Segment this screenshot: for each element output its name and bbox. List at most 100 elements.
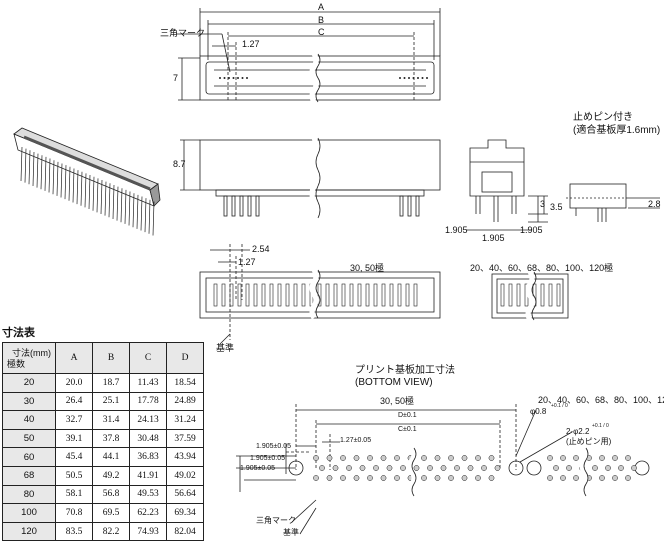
d-cell: 49.02 — [166, 465, 204, 486]
a-cell: 70.8 — [55, 503, 93, 523]
iso-pin — [88, 175, 91, 210]
d-cell: 18.54 — [166, 373, 204, 393]
iso-pin — [80, 171, 83, 206]
iso-pin — [68, 166, 71, 201]
c-cell: 62.23 — [129, 503, 167, 523]
pcb-hole — [421, 475, 427, 481]
bottom-view-other — [491, 270, 569, 322]
pcb-hole — [373, 465, 379, 471]
stop-pin-sub: (適合基板厚1.6mm) — [573, 125, 661, 136]
b-cell: 44.1 — [92, 447, 130, 467]
top-contact-dot — [403, 77, 406, 79]
bottom-pin — [333, 283, 338, 307]
pcb-hole — [547, 455, 553, 461]
pcb-hole — [475, 455, 481, 461]
pcb-hole — [367, 475, 373, 481]
pcb-hole — [340, 455, 346, 461]
front-pin — [231, 195, 236, 217]
pcb-hole — [353, 475, 360, 481]
poles-cell: 100 — [2, 503, 56, 523]
dim-28-label: 2.8 — [648, 199, 661, 209]
iso-pin — [112, 184, 115, 219]
bottom-pin — [253, 283, 258, 307]
pcb-hole — [380, 455, 387, 461]
dim-1905c-label: 1.905 — [520, 225, 543, 235]
top-contact-dot — [426, 77, 428, 79]
dim-7-label: 7 — [173, 73, 179, 83]
bottom-pin — [548, 283, 553, 307]
bottom-pin — [285, 283, 290, 307]
dim-127b-label: 1.27 — [238, 257, 256, 267]
b-cell: 82.2 — [92, 521, 130, 541]
pcb-hole — [440, 465, 447, 471]
b-cell: 49.2 — [92, 465, 130, 486]
iso-pin — [128, 191, 131, 226]
pcb-hole — [454, 465, 460, 471]
bottom-pin — [245, 283, 250, 307]
pcb-other-label: 20、40、60、68、80、100、120極 — [538, 395, 664, 405]
b-cell: 31.4 — [92, 410, 130, 430]
a-cell: 50.5 — [55, 465, 93, 486]
table-title: 寸法表 — [2, 327, 35, 339]
d-cell: 31.24 — [166, 410, 204, 430]
d-cell: 82.04 — [166, 521, 204, 541]
front-pin — [415, 195, 420, 217]
iso-pin — [136, 194, 139, 229]
bottom-pin — [293, 283, 298, 307]
bottom-view-3050 — [199, 244, 441, 345]
iso-pin — [64, 165, 67, 200]
bottom-pin — [500, 283, 505, 307]
b-cell: 69.5 — [92, 503, 130, 523]
poles-cell: 120 — [2, 521, 56, 541]
pcb-1905a-label: 1.905±0.05 — [256, 443, 291, 450]
c-cell: 17.78 — [129, 391, 167, 412]
pcb-hole — [421, 455, 427, 461]
pcb-hole — [488, 455, 495, 461]
hole22-tol: +0.1 / 0 — [592, 423, 609, 429]
c-cell: 30.48 — [129, 428, 167, 449]
a-cell: 45.4 — [55, 447, 93, 467]
iso-pin — [120, 188, 123, 223]
dim-b-label: B — [318, 15, 325, 25]
iso-pin — [152, 201, 155, 236]
b-cell: 25.1 — [92, 391, 130, 412]
pcb-hole — [359, 465, 366, 471]
pcb-hole — [386, 465, 393, 471]
c-cell: 11.43 — [129, 373, 167, 393]
bottom-pin — [413, 283, 418, 307]
pcb-hole — [494, 465, 501, 471]
pcb-hole — [448, 455, 454, 461]
iso-pin — [100, 179, 103, 215]
top-contact-dot — [223, 77, 226, 79]
dim-a-label: A — [318, 2, 325, 12]
top-contact-dot — [421, 77, 424, 79]
bottom-pin — [405, 283, 410, 307]
bottom-pin — [301, 283, 306, 307]
pcb-hole — [475, 475, 481, 481]
poles-cell: 50 — [2, 428, 56, 449]
pcb-hole — [481, 465, 487, 471]
c-cell: 24.13 — [129, 410, 167, 430]
iso-pin — [72, 168, 75, 203]
bottom-pin — [516, 283, 521, 307]
iso-pin — [48, 158, 51, 193]
a-cell: 39.1 — [55, 428, 93, 449]
a-cell: 83.5 — [55, 521, 93, 541]
bottom-pin — [357, 283, 362, 307]
pcb-127-label: 1.27±0.05 — [340, 437, 372, 444]
pcb-hole — [326, 455, 333, 461]
kijun-label: 基準 — [216, 343, 235, 353]
bottom-pin — [341, 283, 346, 307]
hole22-note: (止めピン用) — [566, 437, 612, 446]
a-cell: 20.0 — [55, 373, 93, 393]
table-corner-header: 寸法(mm) 極数 — [2, 342, 56, 374]
pcb-hole — [612, 455, 618, 461]
pcb-triangle-label: 三角マーク — [256, 516, 296, 525]
bottom-pin — [277, 283, 282, 307]
pcb-hole — [488, 475, 495, 481]
dim-127-label: 1.27 — [242, 39, 260, 49]
iso-pin — [96, 178, 99, 213]
bottom-pin — [237, 283, 242, 307]
